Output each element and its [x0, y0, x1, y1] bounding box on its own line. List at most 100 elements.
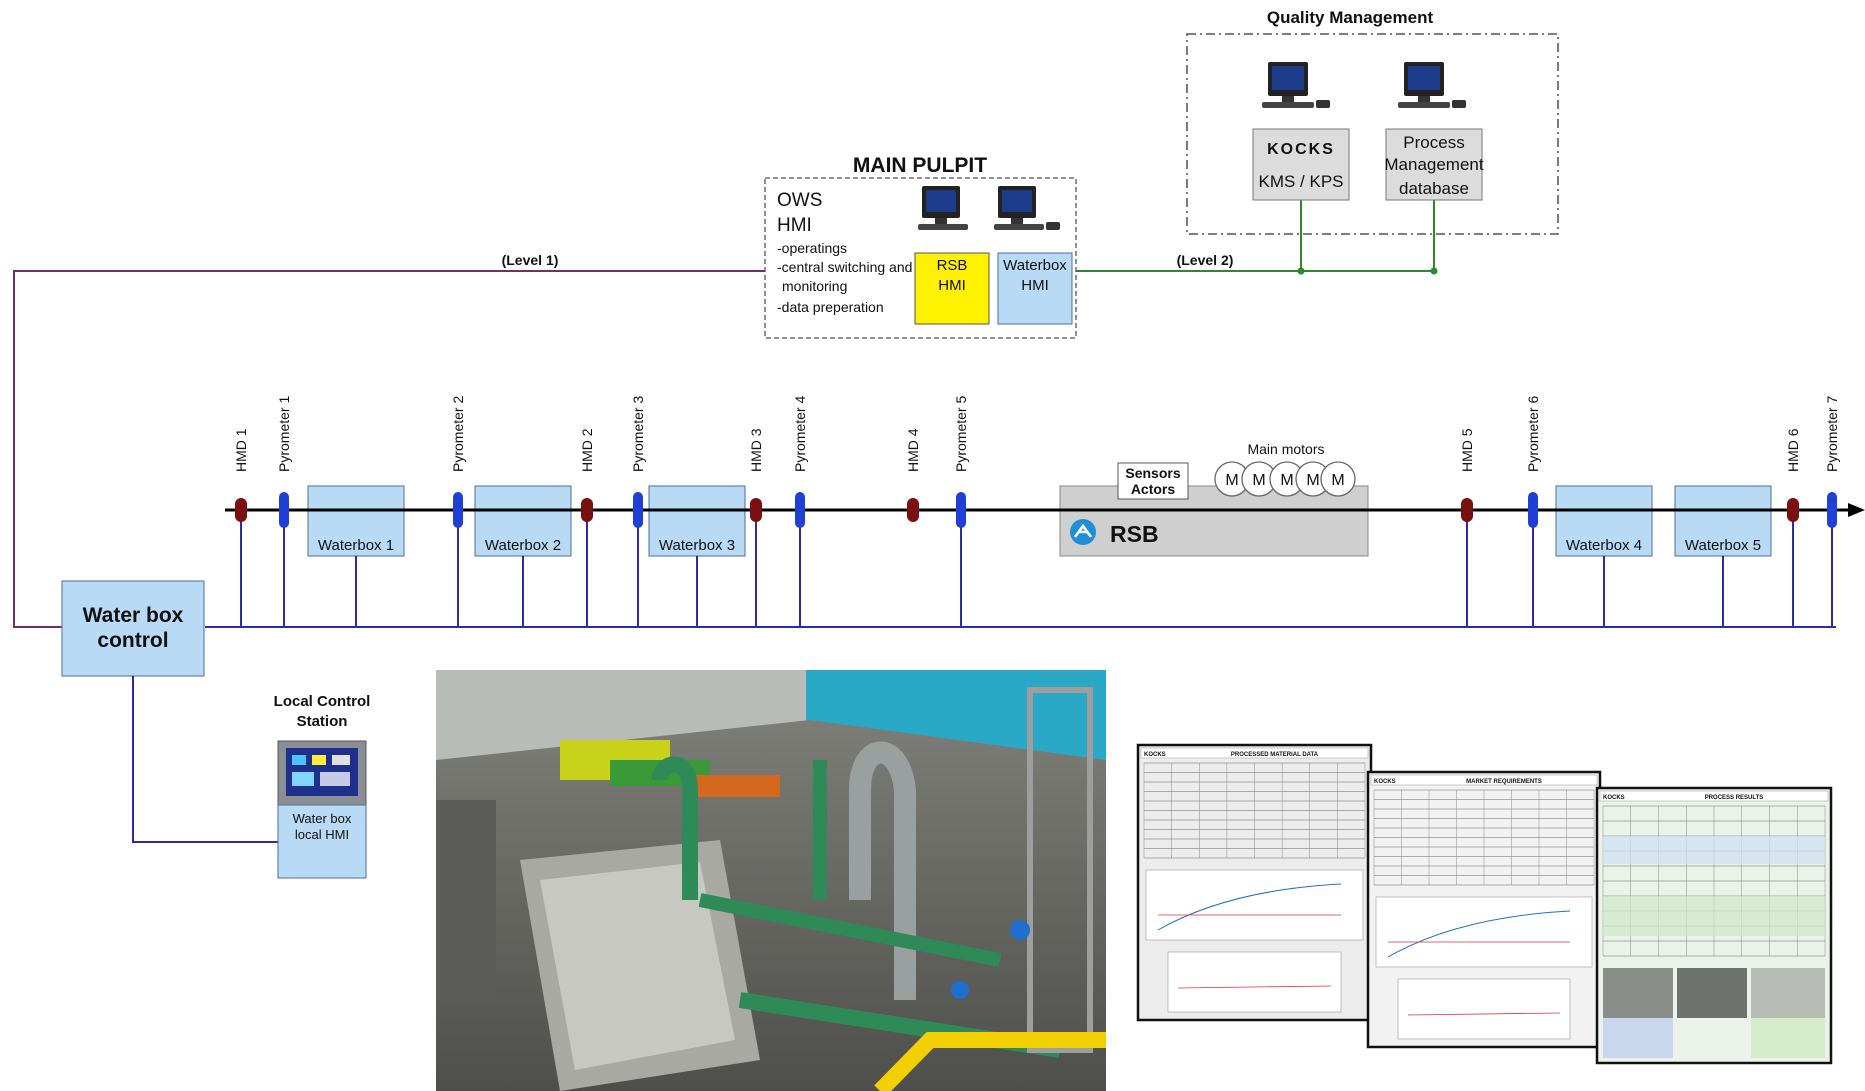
pyrometer-marker-icon	[1528, 492, 1538, 528]
actors-label: Actors	[1131, 481, 1176, 497]
motor-symbol: M	[1331, 472, 1344, 489]
report-title: PROCESSED MATERIAL DATA	[1231, 752, 1319, 758]
rsb-hmi-line-2: HMI	[938, 277, 966, 294]
water-box-control-line-1: Water box	[83, 604, 184, 627]
flow-arrow-icon	[1848, 503, 1865, 517]
sensor-label: HMD 6	[1785, 428, 1801, 472]
level1-label: (Level 1)	[502, 252, 559, 268]
pyrometer-sensor-3: Pyrometer 2	[450, 396, 466, 627]
pyrometer-marker-icon	[1827, 492, 1837, 528]
hmi-panel-icon	[277, 740, 367, 806]
pyrometer-marker-icon	[795, 492, 805, 528]
report-sheet-2: KOCKS MARKET REQUIREMENTS	[1366, 770, 1602, 1049]
waterbox-label: Waterbox 1	[318, 537, 394, 554]
quality-management-frame	[1186, 33, 1559, 235]
pyrometer-sensor-11: Pyrometer 6	[1525, 396, 1541, 627]
sensor-label: HMD 2	[579, 428, 595, 472]
rsb-hmi-line-1: RSB	[937, 257, 968, 274]
sensor-label: Pyrometer 2	[450, 396, 466, 472]
waterbox-4: Waterbox 4	[1555, 485, 1653, 627]
pyrometer-marker-icon	[956, 492, 966, 528]
hmi-label: HMI	[777, 215, 812, 236]
report-brand: KOCKS	[1144, 752, 1166, 758]
local-hmi-box	[277, 804, 367, 879]
computer-icon	[1398, 62, 1466, 108]
waterbox-1: Waterbox 1	[307, 485, 405, 627]
level2-junction	[1430, 267, 1438, 275]
pulpit-bullet: monitoring	[782, 278, 847, 294]
process-db-line-1: Process	[1403, 133, 1464, 152]
report-title: MARKET REQUIREMENTS	[1466, 779, 1542, 785]
waterbox-label: Waterbox 5	[1685, 537, 1761, 554]
waterbox-hmi-box	[997, 252, 1073, 325]
pyrometer-sensor-7: Pyrometer 4	[792, 396, 808, 627]
water-box-control-line-2: control	[97, 629, 168, 652]
pyrometer-sensor-2: Pyrometer 1	[276, 396, 292, 627]
sensor-label: HMD 1	[233, 428, 249, 472]
main-pulpit-title: MAIN PULPIT	[853, 154, 987, 177]
waterbox-label: Waterbox 2	[485, 537, 561, 554]
sensor-label: HMD 3	[748, 428, 764, 472]
pulpit-bullet: -operatings	[777, 240, 847, 256]
rsb-unit	[1059, 485, 1369, 557]
sensors-actors-box	[1117, 462, 1189, 500]
motor-symbol: M	[1306, 472, 1319, 489]
sensor-label: Pyrometer 1	[276, 396, 292, 472]
level2-label: (Level 2)	[1177, 252, 1234, 268]
report-brand: KOCKS	[1603, 795, 1625, 801]
pyrometer-sensor-9: Pyrometer 5	[953, 396, 969, 627]
motor-icon: M	[1269, 461, 1305, 497]
report-sheet-3: KOCKS PROCESS RESULTS	[1595, 786, 1833, 1065]
computer-icon	[994, 186, 1060, 230]
hmd-sensor-6: HMD 3	[748, 428, 764, 627]
sensor-label: Pyrometer 6	[1525, 396, 1541, 472]
motor-icon: M	[1295, 461, 1331, 497]
waterbox-label: Waterbox 3	[659, 537, 735, 554]
hmd-sensor-10: HMD 5	[1459, 428, 1475, 627]
sensor-label: HMD 5	[1459, 428, 1475, 472]
main-motors-label: Main motors	[1247, 441, 1324, 457]
sensor-label: Pyrometer 7	[1824, 396, 1840, 472]
local-hmi-line-1: Water box	[293, 811, 352, 826]
local-control-title-2: Station	[297, 713, 348, 730]
report-brand: KOCKS	[1374, 779, 1396, 785]
hmd-sensor-1: HMD 1	[233, 428, 249, 627]
hmd-marker-icon	[907, 498, 919, 522]
waterbox-5: Waterbox 5	[1674, 485, 1772, 627]
process-db-line-2: Management	[1384, 155, 1484, 174]
motor-icon: M	[1214, 461, 1250, 497]
pyrometer-marker-icon	[453, 492, 463, 528]
hmd-sensor-4: HMD 2	[579, 428, 595, 627]
motor-icon: M	[1320, 461, 1356, 497]
hmd-marker-icon	[750, 498, 762, 522]
report-title: PROCESS RESULTS	[1705, 795, 1764, 801]
report-sheets: KOCKS PROCESSED MATERIAL DATA KOCKS MARKET …	[1136, 743, 1833, 1065]
local-hmi-link	[132, 676, 278, 843]
hmd-marker-icon	[235, 498, 247, 522]
waterbox-hmi-line-1: Waterbox	[1003, 257, 1067, 274]
motor-symbol: M	[1252, 472, 1265, 489]
water-box-control-box	[61, 580, 205, 677]
pyrometer-marker-icon	[633, 492, 643, 528]
pyrometer-marker-icon	[279, 492, 289, 528]
sensor-label: Pyrometer 3	[630, 396, 646, 472]
kms-kps-text: KMS / KPS	[1258, 172, 1343, 191]
ows-label: OWS	[777, 190, 822, 211]
level2-junction	[1297, 267, 1305, 275]
pyrometer-sensor-13: Pyrometer 7	[1824, 396, 1840, 627]
computer-icon	[1262, 62, 1330, 108]
hmd-sensor-8: HMD 4	[905, 428, 921, 522]
kocks-brand-text: KOCKS	[1267, 141, 1335, 158]
waterbox-2: Waterbox 2	[474, 485, 572, 627]
waterbox-hmi-line-2: HMI	[1021, 277, 1049, 294]
waterbox-3: Waterbox 3	[648, 485, 746, 627]
pyrometer-sensor-5: Pyrometer 3	[630, 396, 646, 627]
kocks-logo-icon	[1070, 519, 1096, 545]
plant-photo	[436, 670, 1106, 1091]
sensor-label: Pyrometer 5	[953, 396, 969, 472]
process-management-database-box	[1385, 128, 1483, 201]
local-control-title-1: Local Control	[274, 693, 371, 710]
